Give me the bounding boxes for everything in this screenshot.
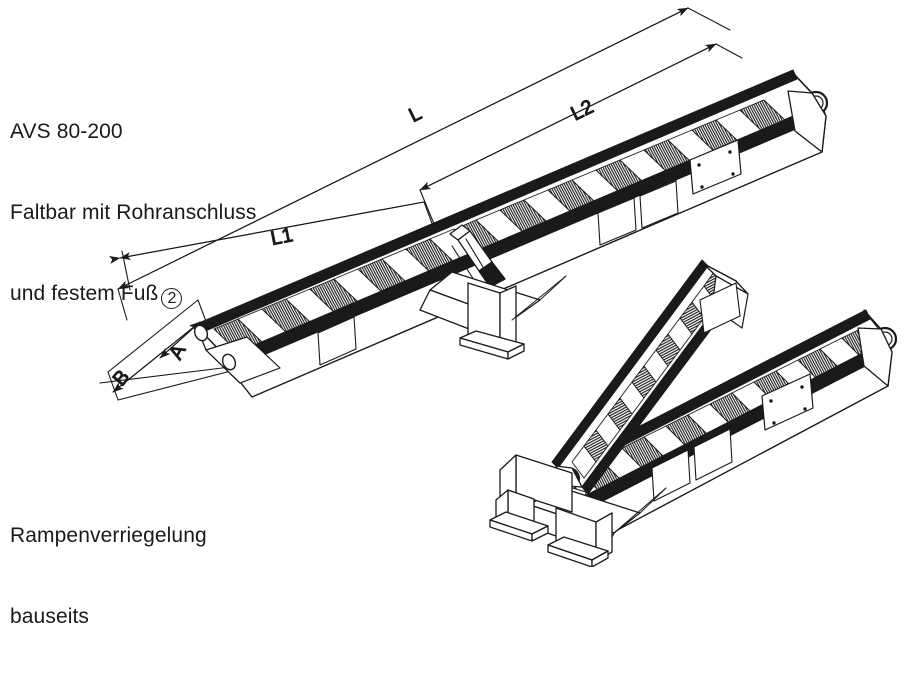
witness-line-left-outer bbox=[117, 288, 128, 321]
dimension-label-b: B bbox=[109, 366, 134, 390]
ramp-assembly-folded bbox=[489, 259, 898, 567]
ramp-nose-lip bbox=[193, 324, 281, 384]
ramp-assembly-extended bbox=[193, 69, 829, 398]
title-badge-2: 2 bbox=[161, 288, 183, 309]
ramp-nose-pivot-tube bbox=[193, 324, 209, 342]
dimension-label-l1: L1 bbox=[269, 224, 295, 250]
witness-line-ab-bottom bbox=[99, 367, 225, 384]
ramp-hinge-joint bbox=[449, 224, 506, 288]
ramp-skirt-panels bbox=[317, 180, 679, 366]
dimension-line-b-down bbox=[112, 321, 201, 393]
title-line-description: Faltbar mit Rohranschluss bbox=[10, 201, 257, 224]
note-line-lock: Rampenverriegelung bbox=[10, 524, 207, 547]
dimension-group-top bbox=[117, 7, 743, 321]
witness-line-ab-top bbox=[107, 299, 199, 373]
note-line-bauseits: bauseits bbox=[10, 605, 90, 628]
mounting-plate-folded bbox=[761, 373, 814, 431]
ramp-end-face-folded bbox=[857, 327, 893, 387]
ramp-assembly-drawing: L L2 L1 A B bbox=[99, 7, 898, 567]
dimension-label-l2: L2 bbox=[568, 96, 598, 126]
title-line-model: AVS 80-200 bbox=[10, 120, 123, 143]
dimension-line-l-rev bbox=[117, 7, 689, 290]
folded-up-back-cutout bbox=[699, 282, 741, 334]
dimension-label-l: L bbox=[406, 102, 426, 127]
ramp-nose-pivot-tube-2 bbox=[221, 353, 237, 371]
fixed-foot-main bbox=[419, 271, 567, 360]
folded-skirt-panels bbox=[651, 428, 733, 502]
ramp-end-face-main bbox=[787, 90, 827, 153]
witness-line-right-outer bbox=[687, 7, 731, 31]
folded-up-section-slats bbox=[571, 271, 727, 479]
title-block: AVS 80-200 Faltbar mit Rohranschluss und… bbox=[10, 64, 256, 363]
dimension-line-l1 bbox=[119, 201, 425, 261]
title-foot-text: und festem Fuß bbox=[10, 282, 159, 305]
fixed-foot-folded bbox=[489, 454, 667, 567]
ramp-deck-slats bbox=[213, 99, 789, 353]
technical-drawing-canvas: L L2 L1 A B AVS 80-200 Faltbar mit Rohra… bbox=[10, 7, 898, 628]
witness-line-right-inner bbox=[715, 43, 743, 59]
dimension-line-l2-rev bbox=[419, 43, 717, 191]
witness-line-ab-left bbox=[107, 371, 119, 401]
witness-line-l1-left bbox=[121, 250, 131, 291]
note-block: Rampenverriegelung bauseits bbox=[10, 468, 207, 684]
mounting-plate-main bbox=[689, 139, 742, 195]
